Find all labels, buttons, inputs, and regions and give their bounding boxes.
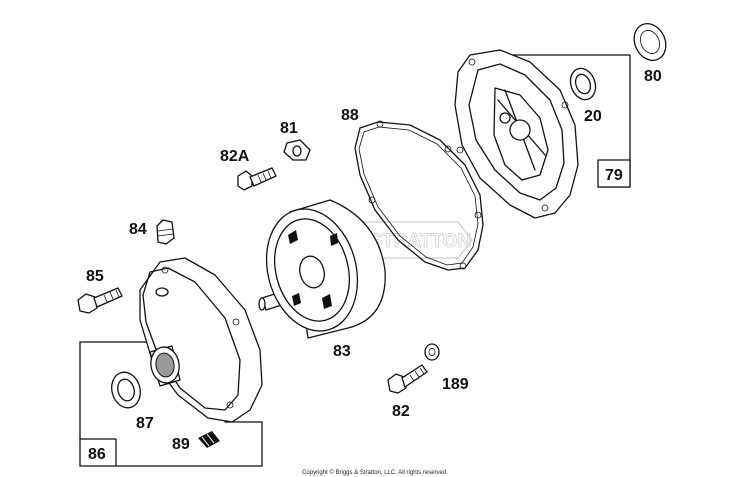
label-88: 88	[341, 107, 359, 124]
bolt-82	[387, 364, 428, 394]
label-81: 81	[280, 120, 298, 137]
plug-84	[156, 219, 175, 245]
washer-189	[424, 343, 440, 361]
bolt-85	[77, 287, 123, 314]
housing-86	[139, 257, 263, 423]
washer-81	[283, 139, 311, 161]
label-82: 82	[392, 403, 410, 420]
callout-box-79	[499, 54, 631, 188]
seal-20	[569, 67, 597, 101]
label-189: 189	[442, 376, 469, 393]
label-83: 83	[333, 343, 351, 360]
crankcase-cover-79	[454, 49, 579, 219]
label-82a: 82A	[220, 148, 250, 165]
label-20: 20	[584, 108, 602, 125]
seal-ring-80	[633, 23, 667, 61]
rotor-83	[258, 199, 386, 339]
label-85: 85	[86, 268, 104, 285]
label-89: 89	[172, 436, 190, 453]
copyright-notice: Copyright © Briggs & Stratton, LLC. All …	[302, 469, 448, 476]
label-79: 79	[605, 167, 623, 184]
bolt-82a	[237, 167, 277, 191]
label-87: 87	[136, 415, 154, 432]
label-84: 84	[129, 221, 147, 238]
seal-87	[111, 371, 141, 409]
label-80: 80	[644, 68, 662, 85]
label-86: 86	[88, 446, 106, 463]
callout-box-86	[79, 341, 263, 467]
gasket-88	[354, 120, 484, 271]
plug-89	[198, 431, 220, 448]
